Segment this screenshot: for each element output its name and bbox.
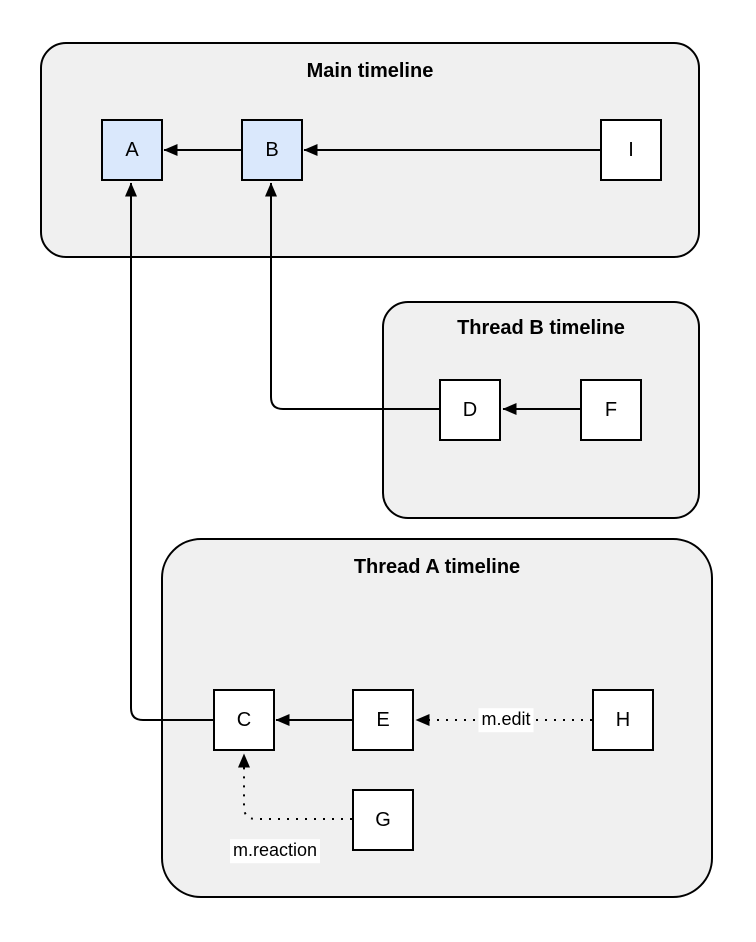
node-e: E	[352, 689, 414, 751]
node-a: A	[101, 119, 163, 181]
edge-label-m-reaction: m.reaction	[229, 839, 321, 863]
group-thread-a-timeline-title: Thread A timeline	[353, 556, 521, 578]
node-b: B	[241, 119, 303, 181]
node-c: C	[213, 689, 275, 751]
node-i: I	[600, 119, 662, 181]
group-main-timeline-title: Main timeline	[306, 60, 434, 82]
node-f: F	[580, 379, 642, 441]
node-h: H	[592, 689, 654, 751]
group-thread-b-timeline-title: Thread B timeline	[457, 317, 625, 339]
group-thread-b-timeline: Thread B timeline	[382, 301, 700, 519]
edge-label-m-edit: m.edit	[478, 708, 534, 732]
node-g: G	[352, 789, 414, 851]
node-d: D	[439, 379, 501, 441]
